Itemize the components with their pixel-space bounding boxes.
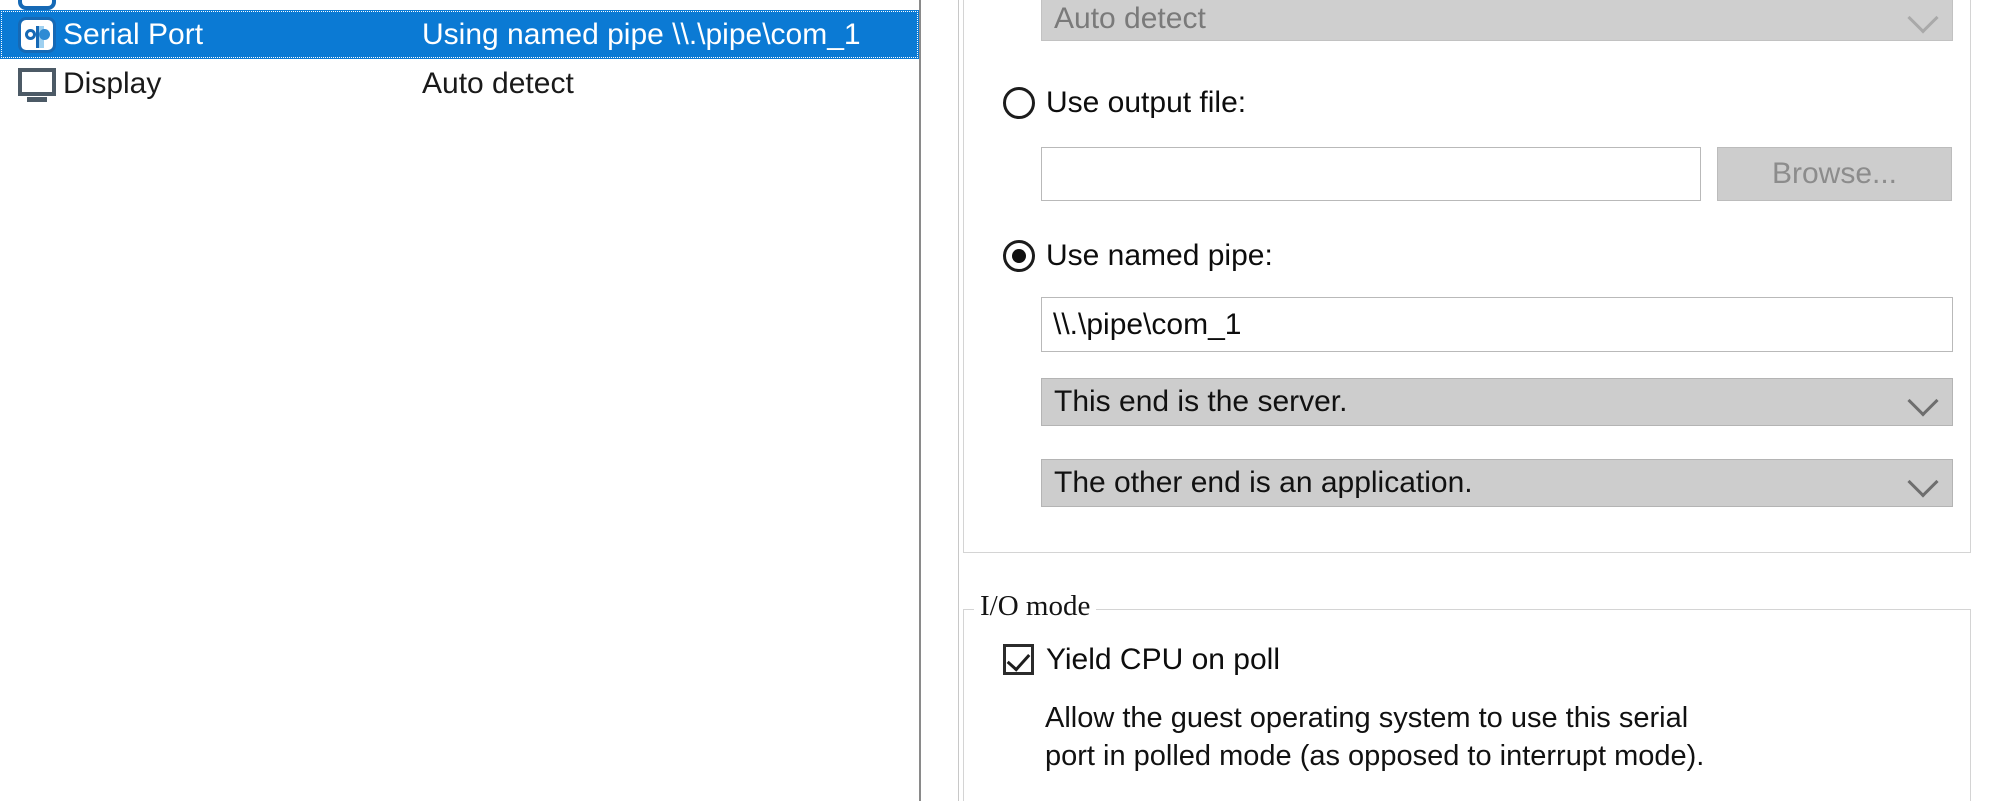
chevron-down-icon: [1907, 1, 1939, 34]
list-item-display[interactable]: Display Auto detect: [0, 59, 919, 108]
combo-value: This end is the server.: [1054, 385, 1348, 418]
connection-groupbox: [963, 0, 1971, 553]
device-list[interactable]: Serial Port Using named pipe \\.\pipe\co…: [0, 0, 921, 801]
io-mode-title: I/O mode: [974, 592, 1097, 621]
list-item-label: Display: [63, 66, 162, 100]
usb-controller-icon: [17, 0, 59, 10]
serial-port-device-combo[interactable]: Auto detect: [1041, 0, 1953, 41]
list-item-summary: Using named pipe \\.\pipe\com_1: [422, 17, 861, 51]
named-pipe-value: \\.\pipe\com_1: [1053, 307, 1242, 341]
radio-button[interactable]: [1003, 240, 1035, 272]
checkbox[interactable]: [1003, 644, 1034, 675]
yield-cpu-label: Yield CPU on poll: [1046, 642, 1281, 676]
named-pipe-input[interactable]: \\.\pipe\com_1: [1041, 297, 1953, 352]
use-output-file-radio-row[interactable]: Use output file:: [1003, 87, 1246, 119]
chevron-down-icon: [1907, 466, 1939, 498]
list-item-label: Serial Port: [63, 17, 204, 51]
display-icon: [17, 64, 59, 104]
browse-label: Browse...: [1771, 157, 1898, 190]
output-file-input[interactable]: [1041, 147, 1701, 201]
combo-value: Auto detect: [1054, 1, 1206, 35]
browse-button[interactable]: Browse...: [1717, 147, 1952, 201]
use-named-pipe-radio-row[interactable]: Use named pipe:: [1003, 240, 1273, 272]
pipe-other-end-combo[interactable]: The other end is an application.: [1041, 459, 1953, 507]
list-item-serial-port[interactable]: Serial Port Using named pipe \\.\pipe\co…: [0, 10, 919, 59]
pipe-end-role-combo[interactable]: This end is the server.: [1041, 378, 1953, 426]
yield-cpu-on-poll-row[interactable]: Yield CPU on poll: [1003, 644, 1280, 675]
combo-value: The other end is an application.: [1054, 466, 1473, 499]
settings-panel: Auto detect Use output file: Browse... U…: [958, 0, 2001, 801]
io-mode-description: Allow the guest operating system to use …: [1045, 702, 1705, 772]
serial-port-icon: [17, 15, 59, 55]
list-item[interactable]: [0, 0, 919, 10]
list-item-summary: Auto detect: [422, 66, 574, 100]
use-output-file-label: Use output file:: [1046, 86, 1247, 119]
radio-button[interactable]: [1003, 87, 1035, 119]
chevron-down-icon: [1907, 385, 1939, 417]
io-mode-groupbox: I/O mode: [963, 592, 1971, 801]
use-named-pipe-label: Use named pipe:: [1046, 239, 1273, 272]
